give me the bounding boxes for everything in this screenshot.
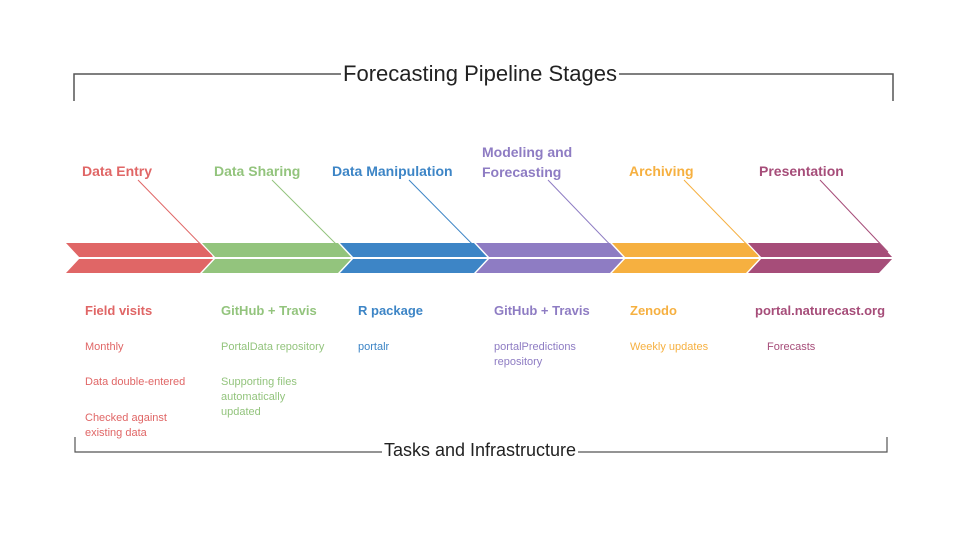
callout-data-entry [137, 179, 213, 257]
detail-data-sharing-1: PortalData repository [221, 341, 325, 353]
pipeline-title: Forecasting Pipeline Stages [341, 61, 619, 86]
stage-label-archiving: Archiving [629, 163, 694, 179]
stage-label-modeling: Modeling and Forecasting [482, 144, 573, 180]
stage-label-data-entry: Data Entry [82, 163, 153, 179]
task-archiving: Zenodo [630, 303, 677, 318]
detail-presentation-1: Forecasts [767, 341, 816, 353]
callout-archiving [683, 179, 759, 257]
callout-presentation [819, 179, 889, 253]
task-presentation: portal.naturecast.org [755, 303, 886, 318]
callout-data-manipulation [408, 179, 485, 257]
detail-modeling-1: portalPredictions repository [494, 341, 576, 368]
task-modeling: GitHub + Travis [494, 303, 590, 318]
task-data-manipulation: R package [358, 303, 424, 318]
detail-data-manipulation-1: portalr [358, 341, 390, 353]
detail-data-sharing-2: Supporting files automatically updated [221, 376, 297, 418]
tasks-title: Tasks and Infrastructure [381, 440, 579, 460]
task-data-sharing: GitHub + Travis [221, 303, 317, 318]
callout-data-sharing [271, 179, 349, 257]
callout-modeling [547, 179, 622, 257]
detail-archiving-1: Weekly updates [630, 341, 709, 353]
detail-data-entry-3: Checked against existing data [85, 412, 167, 439]
task-data-entry: Field visits [85, 303, 153, 318]
detail-data-entry-1: Monthly [85, 341, 124, 353]
detail-data-entry-2: Data double-entered [85, 376, 186, 388]
stage-label-data-manipulation: Data Manipulation [332, 163, 453, 179]
stage-label-presentation: Presentation [759, 163, 844, 179]
stage-label-data-sharing: Data Sharing [214, 163, 301, 179]
